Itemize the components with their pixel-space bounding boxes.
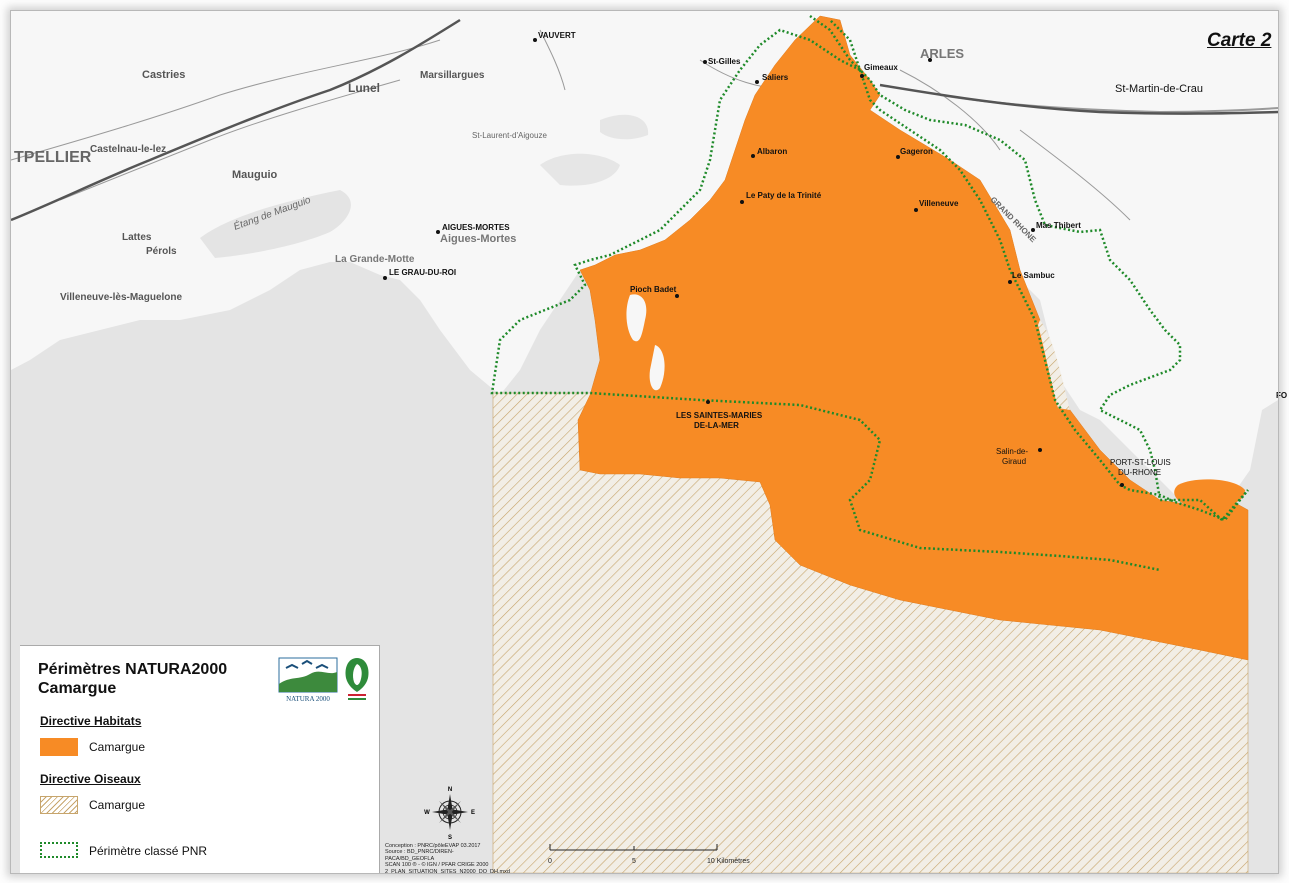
legend-swatch-pnr [40,842,78,858]
place-label-gageron: Gageron [900,147,933,156]
zone-directive-habitats [577,15,1249,661]
scale-bar: 0 5 10 Kilomètres [545,840,785,874]
white-lagoon-1 [626,294,647,342]
highway [10,18,1279,222]
place-label-tpellier: TPELLIER [14,149,92,166]
place-label-castelnau: Castelnau-le-lez [90,144,166,155]
place-label-aigues-mortes: AIGUES-MORTES [442,223,510,232]
place-label-st-gilles: St-Gilles [708,57,741,66]
compass-n: N [448,787,452,793]
place-label-castries: Castries [142,69,185,81]
zone-oiseaux-strip [1038,320,1070,410]
place-label-marsillargues: Marsillargues [420,70,485,81]
legend-title-line2: Camargue [38,680,117,697]
place-label-lunel: Lunel [348,81,380,95]
place-label-st-martin-de-crau: St-Martin-de-Crau [1115,83,1203,95]
pnr-camargue-logo [342,656,372,706]
place-label-saintes-maries-2: DE-LA-MER [694,421,739,430]
scale-label-0: 0 [548,858,552,865]
place-label-albaron: Albaron [757,147,787,156]
map-credits: Conception : PNRC/pôleEVAP 03.2017 Sourc… [385,843,510,875]
place-label-perols: Pérols [146,246,177,257]
etang-de-mauguio [200,190,351,258]
place-label-gimeaux: Gimeaux [864,63,898,72]
legend-label-oiseaux: Camargue [89,798,146,812]
map-title: Carte 2 [1207,30,1272,51]
place-label-villeneuve: Villeneuve [919,199,959,208]
legend-title-line1: Périmètres NATURA2000 [38,661,228,678]
place-label-la-grande-motte: La Grande-Motte [335,254,415,265]
legend-label-pnr: Périmètre classé PNR [89,844,208,858]
white-lagoon-2 [649,345,665,391]
legend-title: Périmètres NATURA2000 Camargue [38,660,268,698]
etang-charnier [600,114,649,140]
place-label-st-laurent: St-Laurent-d'Aigouze [472,131,547,140]
place-label-arles: ARLES [920,46,964,61]
credit-line: 2_PLAN_SITUATION_SITES_N2000_DO_DH.mxd [385,868,510,875]
pnr-perimeter [490,14,1249,572]
place-label-du-rhone: DU-RHONE [1118,468,1161,477]
scale-label-5: 5 [632,858,636,865]
legend-section-habitats: Directive Habitats [40,714,142,728]
compass-rose: N S E W [420,782,480,842]
place-label-le-sambuc: Le Sambuc [1012,271,1055,280]
place-label-le-paty-de-la-trinite: Le Paty de la Trinité [746,191,822,200]
place-label-aigues-mortes-town: Aigues-Mortes [440,233,516,245]
scale-label-10: 10 Kilomètres [707,858,750,865]
place-label-villeneuve-les-maguelone: Villeneuve-lès-Maguelone [60,292,183,303]
place-label-salin-de: Salin-de- [996,447,1028,456]
compass-s: S [448,835,452,841]
compass-w: W [424,810,430,816]
place-label-le-grau-du-roi: LE GRAU-DU-ROI [389,268,456,277]
legend-panel: Périmètres NATURA2000 Camargue NATURA 20… [20,645,380,873]
place-label-lattes: Lattes [122,232,152,243]
place-label-mas-thibert: Mas Thibert [1036,221,1081,230]
place-label-pioch-badet: Pioch Badet [630,285,677,294]
etang-scamandre [540,153,620,186]
town-dots [383,38,1124,487]
credit-line: Conception : PNRC/pôleEVAP 03.2017 [385,843,481,849]
credit-line: SCAN 100 ® - © IGN / PFAR CRIGE 2000 [385,862,489,869]
place-label-mauguio: Mauguio [232,169,277,181]
place-label-vauvert: VAUVERT [538,31,576,40]
natura2000-logo-text: NATURA 2000 [286,695,330,703]
compass-e: E [471,810,475,816]
place-label-saliers: Saliers [762,73,789,82]
place-label-fo: FO [1276,391,1287,400]
zone-habitats-islet [1174,479,1245,508]
legend-label-habitats: Camargue [89,740,146,754]
place-label-saintes-maries-1: LES SAINTES-MARIES [676,411,763,420]
place-label-port-st-louis: PORT-ST-LOUIS [1110,458,1171,467]
credit-line: Source : BD_PNRC/DIREN-PACA/BD_GEOFLA [385,849,454,862]
legend-swatch-habitats [40,738,78,756]
legend-section-oiseaux: Directive Oiseaux [40,772,141,786]
land [11,11,1278,505]
place-label-giraud: Giraud [1002,457,1026,466]
natura2000-logo: NATURA 2000 [278,654,340,704]
legend-swatch-oiseaux [40,796,78,814]
